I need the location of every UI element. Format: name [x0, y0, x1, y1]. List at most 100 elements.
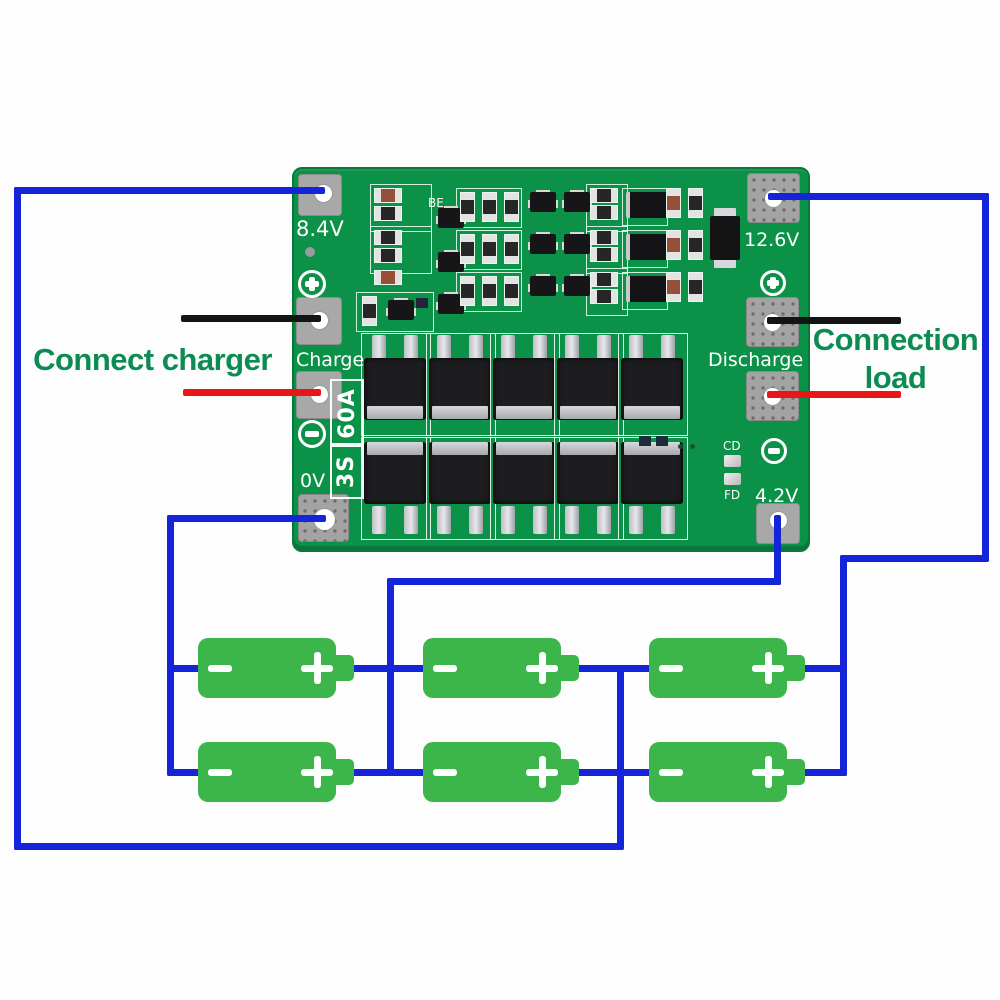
label-be: BE: [428, 196, 444, 210]
smd-transistor: [564, 192, 590, 212]
minus-symbol-left: [298, 420, 326, 448]
cell-5-plus-terminal: [538, 756, 546, 788]
smd-resistor: [460, 192, 475, 222]
wire-0V: [167, 515, 326, 522]
mosfet-leg: [565, 506, 579, 534]
cell-4-positive-nub: [334, 759, 354, 785]
mosfet-drain-tab: [432, 406, 488, 419]
minus-symbol-right-bar: [768, 448, 780, 454]
mosfet-drain-tab: [624, 442, 680, 455]
mosfet-outline: [618, 333, 688, 436]
mosfet-leg: [661, 335, 675, 361]
smd-resistor: [504, 192, 519, 222]
smd-resistor: [374, 230, 402, 245]
load-black-lead: [767, 317, 901, 324]
mosfet-drain-tab: [367, 442, 423, 455]
wire-12.6V: [800, 769, 847, 776]
mosfet-leg: [533, 506, 547, 534]
smd-resistor: [666, 230, 681, 260]
wire-0V: [167, 665, 204, 672]
label-charge: Charge: [296, 349, 365, 371]
cell-4-plus-terminal: [313, 756, 321, 788]
wire-8.4V: [14, 843, 624, 850]
label-12v6: 12.6V: [744, 229, 800, 251]
charger-red-lead: [183, 389, 321, 396]
wire-series-row1: [351, 665, 427, 672]
cell-4-minus-terminal: [208, 768, 232, 776]
cell-3-positive-nub: [785, 655, 805, 681]
smd-resistor: [590, 289, 618, 304]
smd-resistor: [460, 276, 475, 306]
wire-series-row2: [351, 769, 427, 776]
smd-transistor: [438, 294, 464, 314]
cell-6-minus-terminal: [659, 768, 683, 776]
wire-series-row1: [574, 665, 653, 672]
smd-resistor: [482, 234, 497, 264]
wire-12.6V: [840, 555, 989, 562]
mosfet-leg: [629, 506, 643, 534]
smd-resistor: [374, 206, 402, 221]
connect-charger-label: Connect charger: [33, 342, 272, 377]
mosfet-drain-tab: [432, 442, 488, 455]
indicator-pad: [724, 455, 741, 467]
cell-3-plus-terminal: [764, 652, 772, 684]
smd-transistor: [530, 234, 556, 254]
label-cd: CD: [723, 439, 741, 453]
mosfet-leg: [404, 335, 418, 361]
smd-transistor: [564, 276, 590, 296]
smd-resistor: [590, 247, 618, 262]
trace-outline: [456, 230, 522, 270]
mosfet-leg: [629, 335, 643, 361]
mosfet-drain-tab: [560, 442, 616, 455]
label-fd: FD: [724, 488, 741, 502]
cell-1: [198, 638, 354, 698]
smd-resistor: [688, 272, 703, 302]
cell-1-minus-terminal: [208, 664, 232, 672]
smd-resistor: [374, 270, 402, 285]
smd-resistor: [666, 188, 681, 218]
label-discharge: Discharge: [708, 349, 804, 371]
via-hole: [678, 444, 683, 449]
smd-resistor: [504, 234, 519, 264]
plus-symbol-left-bar: [309, 277, 315, 291]
wire-4.2V: [387, 578, 394, 776]
cell-1-positive-nub: [334, 655, 354, 681]
mosfet-leg: [661, 506, 675, 534]
smd-ic: [626, 276, 670, 302]
mosfet-leg: [437, 506, 451, 534]
via-hole: [305, 247, 315, 257]
smd-resistor: [590, 205, 618, 220]
wire-12.6V: [982, 193, 989, 562]
mosfet-outline: [618, 437, 688, 540]
smd-resistor: [374, 248, 402, 263]
smd-transistor: [530, 276, 556, 296]
load-red-lead: [767, 391, 901, 398]
cell-5: [423, 742, 579, 802]
mosfet-leg: [404, 506, 418, 534]
smd-transistor: [438, 252, 464, 272]
cell-4: [198, 742, 354, 802]
smd-transistor: [530, 192, 556, 212]
trace-outline: [356, 292, 434, 332]
cell-6: [649, 742, 805, 802]
smd-transistor: [438, 208, 464, 228]
smd-chip: [639, 436, 651, 446]
mosfet-leg: [469, 335, 483, 361]
mosfet-leg: [437, 335, 451, 361]
mosfet-drain-tab: [624, 406, 680, 419]
wire-12.6V: [768, 193, 989, 200]
cell-2: [423, 638, 579, 698]
mosfet-leg: [501, 335, 515, 361]
wire-0V: [167, 515, 174, 776]
mosfet-leg: [597, 506, 611, 534]
smd-resistor: [482, 276, 497, 306]
label-4v2: 4.2V: [755, 485, 799, 507]
wire-8.4V: [14, 187, 21, 850]
plus-symbol-right: [760, 270, 786, 296]
spec-3s: 3S: [330, 443, 364, 499]
spec-60a-text: 60A: [334, 387, 360, 439]
cell-3: [649, 638, 805, 698]
smd-resistor: [688, 230, 703, 260]
cell-1-plus-terminal: [313, 652, 321, 684]
cell-2-plus-terminal: [538, 652, 546, 684]
